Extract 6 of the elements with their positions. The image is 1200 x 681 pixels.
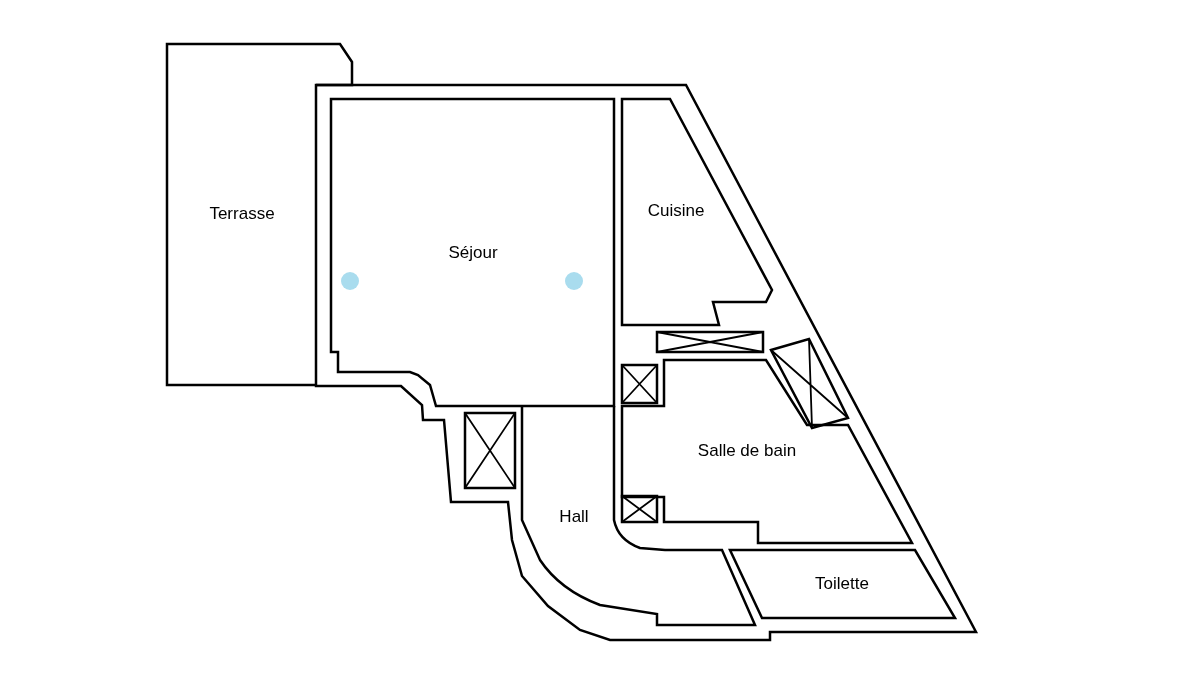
- room-label: Cuisine: [647, 200, 705, 223]
- room-label: Terrasse: [209, 203, 275, 226]
- room-label: Toilette: [815, 573, 869, 596]
- room-label: Hall: [559, 506, 589, 529]
- room-label: Séjour: [448, 242, 498, 265]
- room-label: Salle de bain: [697, 440, 797, 463]
